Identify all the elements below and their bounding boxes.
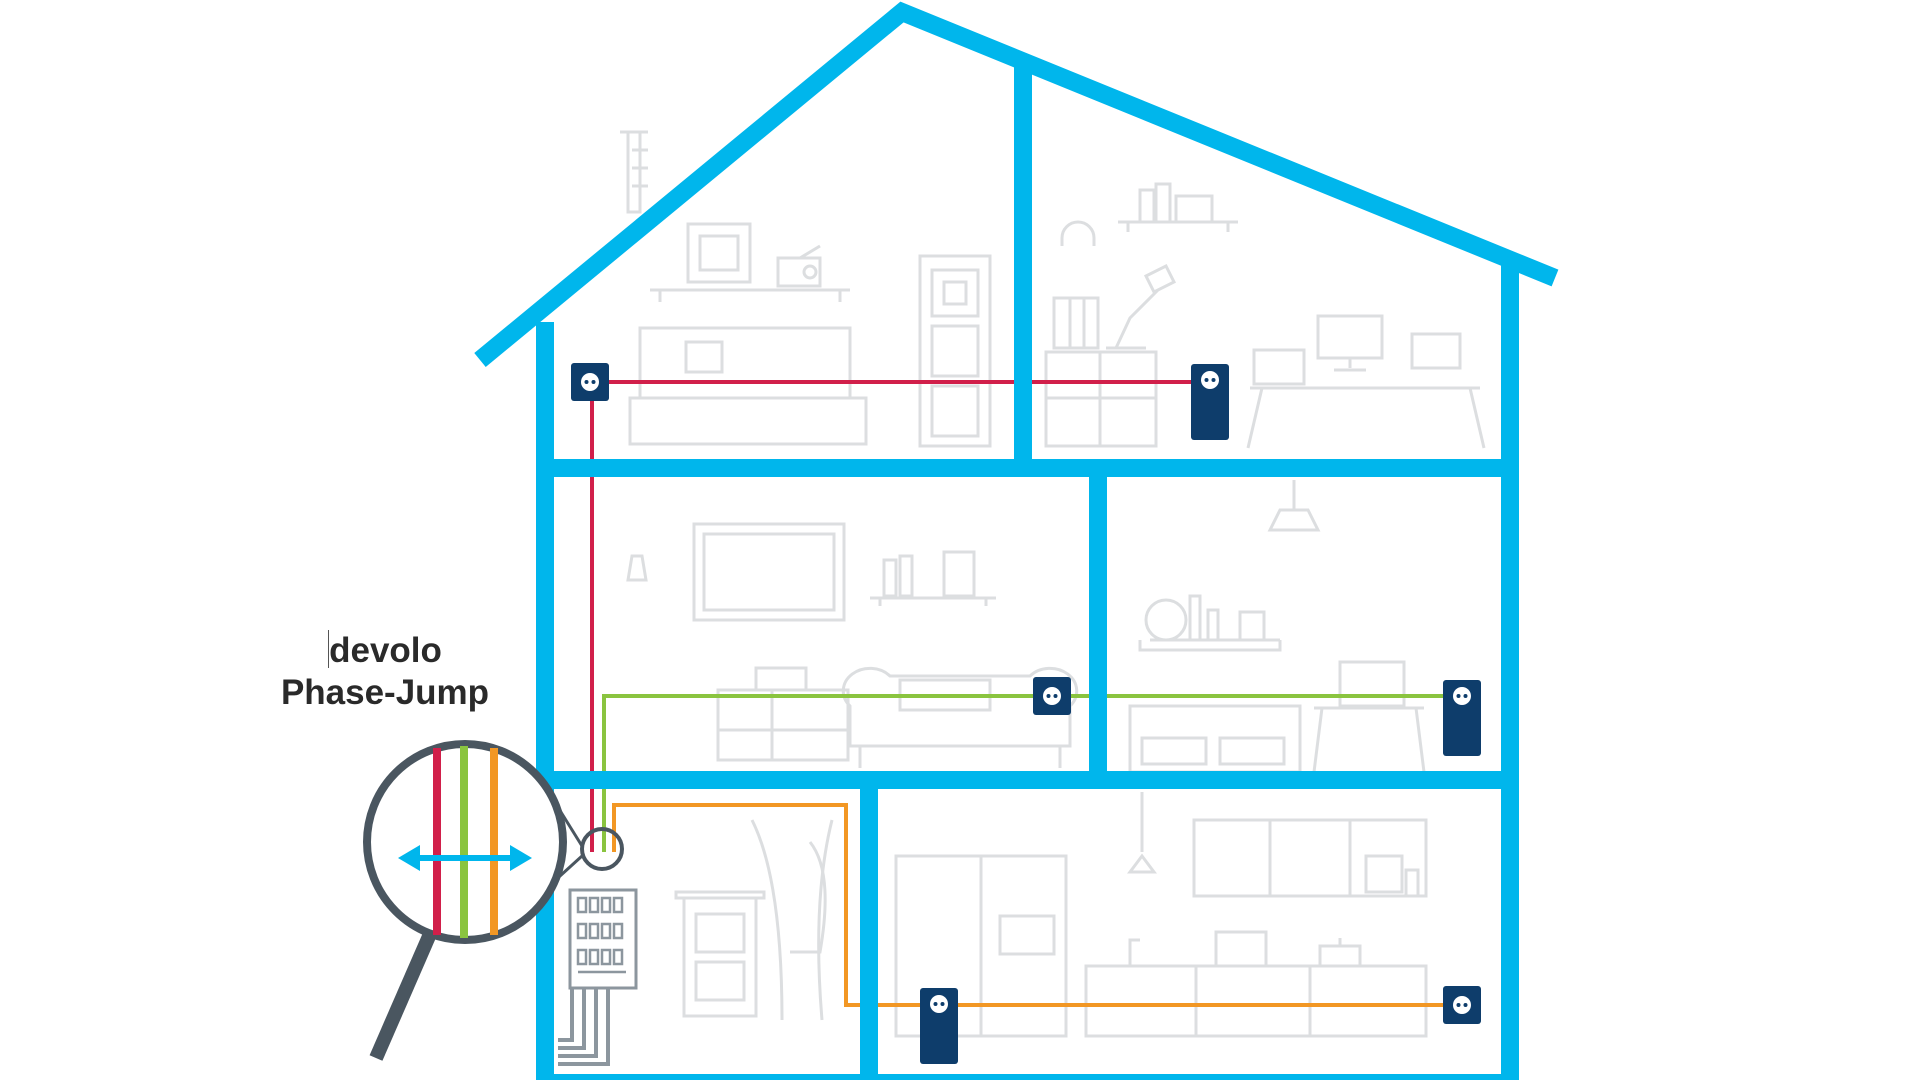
fuse-box-icon <box>558 888 638 1066</box>
powerline-adapter-icon <box>1191 364 1229 440</box>
phase-orange-line <box>612 803 1462 1007</box>
house-frame <box>474 1 1559 1080</box>
socket-adapter-icon <box>1443 986 1481 1024</box>
caption-line-2: Phase-Jump <box>280 673 490 712</box>
magnifier-icon <box>363 740 624 1061</box>
socket-adapter-icon <box>571 363 609 401</box>
double-arrow-icon <box>398 845 532 871</box>
powerline-adapter-icon <box>920 988 958 1064</box>
furniture-decor <box>620 130 1486 1038</box>
socket-adapter-icon <box>1033 677 1071 715</box>
phase-jump-caption: devolo Phase-Jump <box>270 630 500 714</box>
text-cursor <box>328 630 330 668</box>
phase-green-line <box>602 694 1462 852</box>
caption-line-1: devolo <box>329 631 442 670</box>
powerline-adapter-icon <box>1443 680 1481 756</box>
